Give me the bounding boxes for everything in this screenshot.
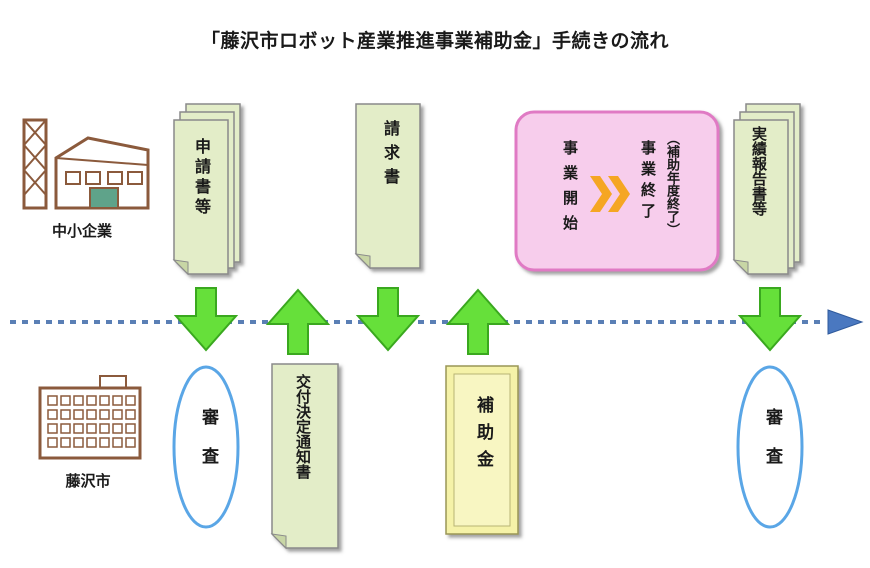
report-document-stack <box>732 103 801 276</box>
decision-notice-label: 交付決定通知書 <box>294 374 312 479</box>
arrow-down-icon <box>737 287 803 352</box>
invoice-document <box>354 103 421 270</box>
review-label-initial: 審査 <box>198 408 218 486</box>
chevron-right-icon <box>590 176 630 212</box>
subsidy-label: 補助金 <box>473 396 493 477</box>
arrow-down-icon <box>173 287 239 352</box>
invoice-document-label: 請求書 <box>381 120 400 192</box>
arrow-up-icon <box>445 288 511 355</box>
page-title: 「藤沢市ロボット産業推進事業補助金」手続きの流れ <box>200 30 669 52</box>
application-document-stack <box>172 103 241 276</box>
project-end-label: 事業終了 <box>639 140 657 224</box>
decision-notice-document <box>270 363 339 550</box>
review-label-final: 審査 <box>762 408 782 486</box>
application-document-label: 申請書等 <box>192 138 211 218</box>
review-oval-initial <box>172 365 240 529</box>
project-start-label: 事業開始 <box>561 140 579 240</box>
timeline-arrowhead <box>827 309 864 335</box>
project-period-box <box>514 110 720 272</box>
actor-city-label: 藤沢市 <box>65 472 111 490</box>
report-document-label: 実績報告書等 <box>750 126 768 216</box>
actor-company-label: 中小企業 <box>51 222 112 240</box>
arrow-down-icon <box>355 287 421 352</box>
subsidy-box <box>445 365 519 535</box>
factory-icon <box>22 118 150 210</box>
project-end-note: （補助年度終了） <box>664 132 679 236</box>
arrow-up-icon <box>265 288 331 355</box>
review-oval-final <box>736 365 804 529</box>
office-building-icon <box>38 375 142 460</box>
